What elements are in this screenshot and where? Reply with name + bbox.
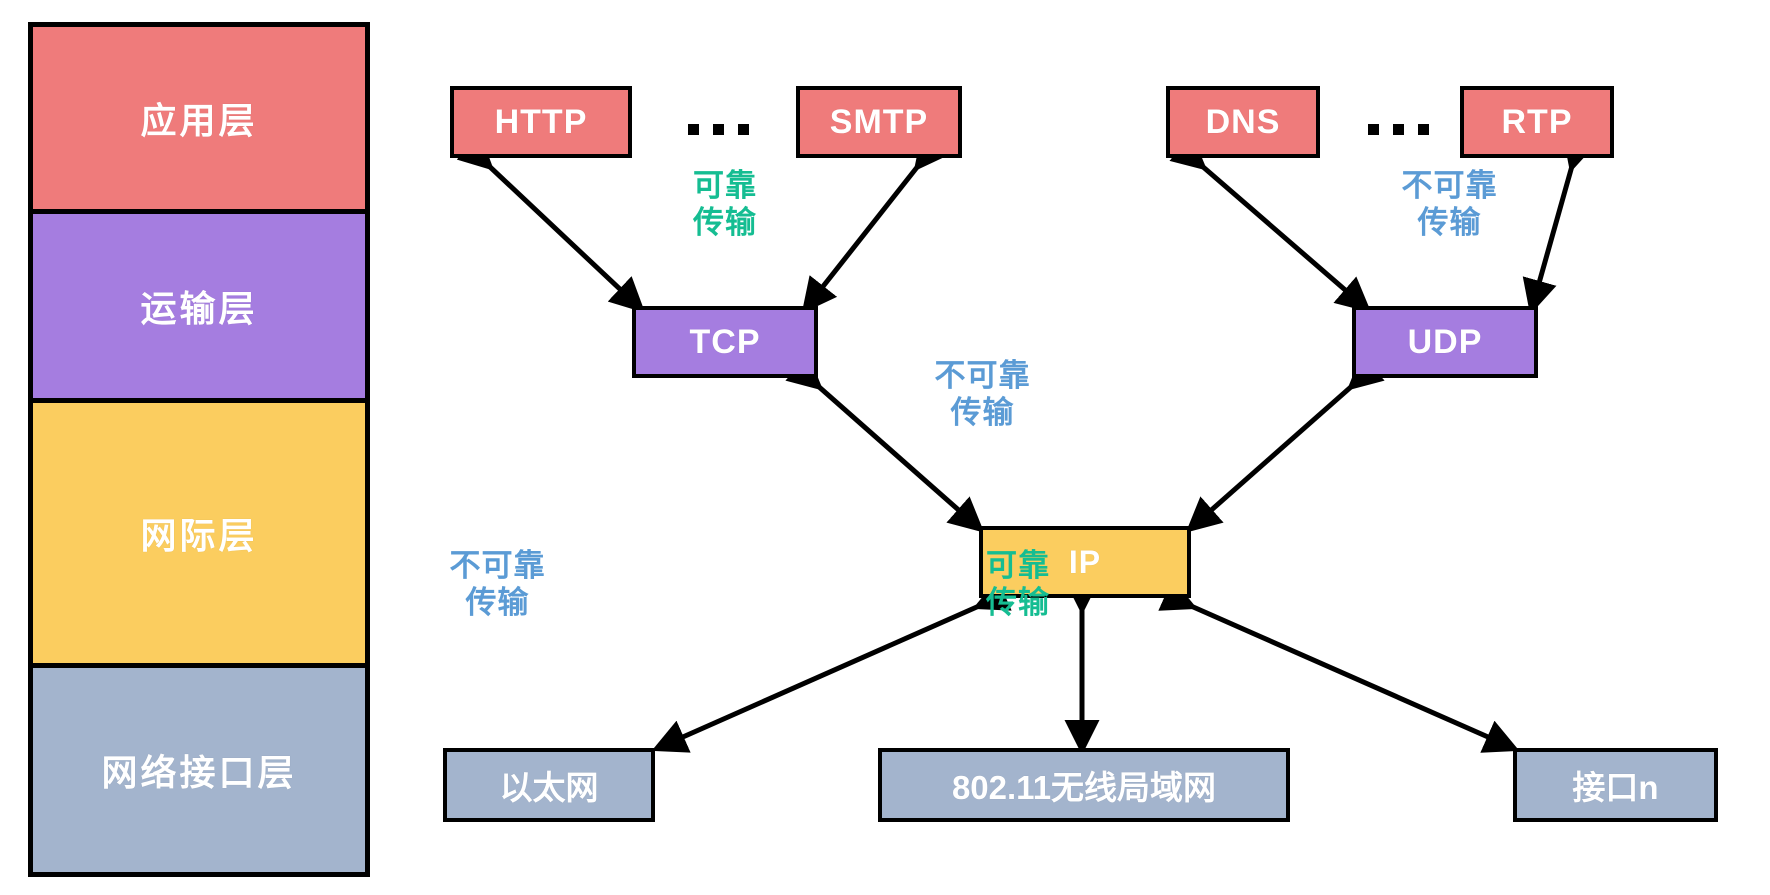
edge-label-ip-unreliable: 不可靠 传输 [934, 358, 1031, 430]
node-ethernet-label: 以太网 [499, 769, 599, 806]
edge-udp-ip [1185, 354, 1385, 533]
edge-label-udp-unreliable: 不可靠 传输 [1401, 168, 1498, 240]
edge-label-wlan-reliable: 可靠 传输 [986, 548, 1050, 620]
edge-label-ethernet-unreliable: 不可靠 传输 [449, 548, 546, 620]
edge-ip-ethernet [651, 578, 1012, 753]
node-rtp-label: RTP [1501, 102, 1573, 141]
node-smtp[interactable]: SMTP [796, 86, 962, 158]
edge-http-tcp [456, 134, 646, 313]
layer-transport-label: 运输层 [140, 288, 258, 329]
edge-label-tcp-reliable: 可靠 传输 [693, 168, 757, 240]
edge-rtp-udp [1522, 134, 1597, 315]
layer-internet: 网际层 [33, 403, 365, 668]
layer-transport: 运输层 [33, 214, 365, 403]
node-ethernet[interactable]: 以太网 [443, 748, 655, 822]
node-dns-label: DNS [1205, 102, 1281, 141]
node-udp-label: UDP [1407, 322, 1483, 361]
layer-application: 应用层 [33, 27, 365, 214]
protocol-layer-stack: 应用层 运输层 网际层 网络接口层 [28, 22, 370, 877]
layer-internet-label: 网际层 [140, 515, 258, 556]
ellipsis-left [688, 124, 749, 135]
node-tcp-label: TCP [689, 322, 761, 361]
ellipsis-dot [1418, 124, 1429, 135]
ellipsis-dot [1368, 124, 1379, 135]
ellipsis-dot [713, 124, 724, 135]
node-dns[interactable]: DNS [1166, 86, 1320, 158]
layer-network-interface: 网络接口层 [33, 668, 365, 872]
layer-application-label: 应用层 [140, 100, 258, 141]
edge-smtp-tcp [801, 133, 950, 314]
ellipsis-dot [688, 124, 699, 135]
node-tcp[interactable]: TCP [632, 306, 818, 378]
node-rtp[interactable]: RTP [1460, 86, 1614, 158]
layer-network-interface-label: 网络接口层 [101, 752, 297, 793]
node-http[interactable]: HTTP [450, 86, 632, 158]
node-ip-label: IP [1068, 543, 1102, 580]
node-interface-n[interactable]: 接口n [1513, 748, 1718, 822]
node-smtp-label: SMTP [829, 102, 929, 141]
node-ip[interactable]: IP [979, 526, 1191, 598]
node-udp[interactable]: UDP [1352, 306, 1538, 378]
node-http-label: HTTP [494, 102, 588, 141]
ellipsis-right [1368, 124, 1429, 135]
edge-ip-ifacen [1158, 578, 1520, 753]
ellipsis-dot [1393, 124, 1404, 135]
ellipsis-dot [738, 124, 749, 135]
node-wlan[interactable]: 802.11无线局域网 [878, 748, 1290, 822]
node-interface-n-label: 接口n [1572, 769, 1659, 806]
node-wlan-label: 802.11无线局域网 [951, 769, 1217, 806]
edge-dns-udp [1169, 134, 1372, 313]
